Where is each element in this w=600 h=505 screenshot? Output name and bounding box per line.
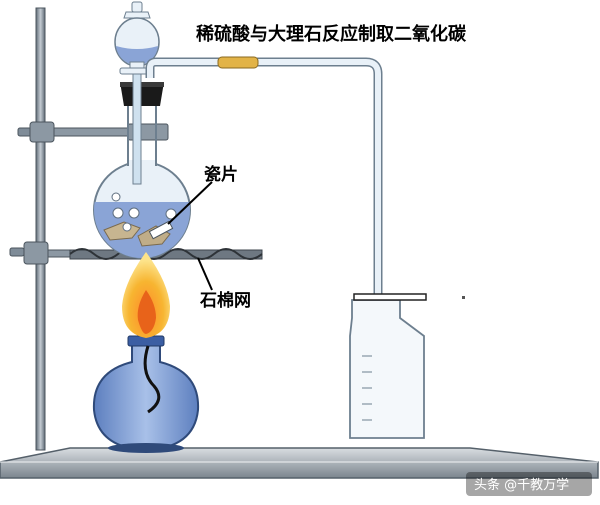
rubber-joint [217, 56, 259, 69]
iron-stand-base [0, 447, 599, 479]
porcelain-label: 瓷片 [204, 164, 238, 185]
funnel-liquid [116, 46, 158, 66]
porcelain-chip [148, 220, 174, 240]
bottle-graduations [362, 355, 372, 421]
diagram-title: 稀硫酸与大理石反应制取二氧化碳 [196, 23, 467, 45]
watermark-bg [466, 472, 592, 496]
lamp-wick [143, 345, 161, 414]
mark-dot [462, 296, 465, 299]
ring-clamp [9, 241, 89, 265]
flask-clamp [17, 121, 169, 143]
flame [122, 252, 170, 338]
separatory-funnel [114, 1, 160, 185]
porcelain-pointer [167, 181, 213, 225]
watermark: 头条 @千教万学 [474, 477, 569, 493]
rubber-stopper [120, 82, 164, 106]
gas-collection-bottle [349, 293, 427, 439]
asbestos-net-label: 石棉网 [199, 290, 251, 311]
alcohol-lamp [92, 335, 200, 453]
asbestos-pointer [197, 257, 213, 291]
iron-stand-pole [35, 7, 46, 451]
